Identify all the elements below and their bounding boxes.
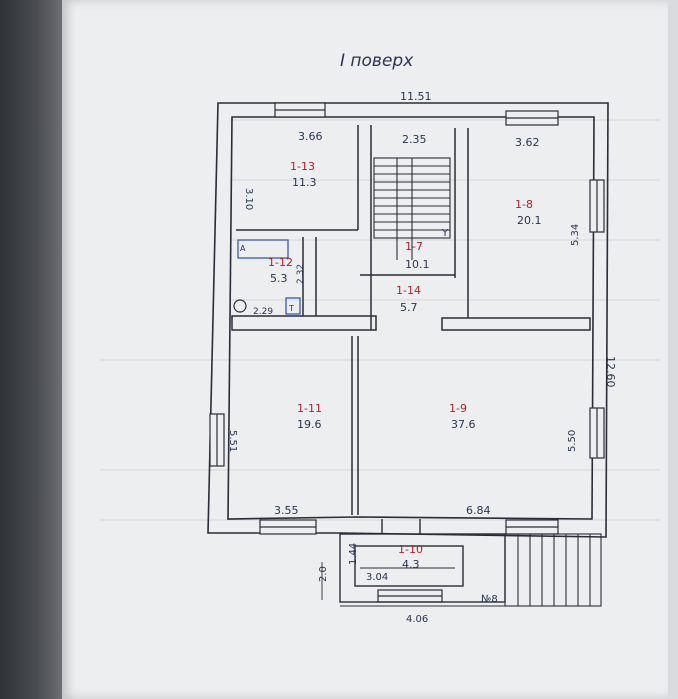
room-area: 20.1 [517, 214, 542, 227]
room-number: 1-8 [515, 198, 533, 211]
room-area: 4.3 [402, 558, 420, 571]
room-number: 1-11 [297, 402, 322, 415]
binding-gutter [0, 0, 62, 699]
dim-overall-width: 11.51 [400, 90, 432, 103]
room-area: 10.1 [405, 258, 430, 271]
page-edge [668, 0, 678, 699]
room-number: 1-7 [405, 240, 423, 253]
stair-arrow-label: Y [441, 228, 449, 239]
bathtub-icon [237, 239, 289, 259]
dim-label: 2.0 [318, 566, 329, 582]
exterior-steps [504, 533, 602, 607]
dim-label: 3.66 [298, 130, 323, 143]
dim-label: 5.51 [227, 430, 238, 452]
bathtub-label: A [240, 244, 246, 253]
room-number: 1-14 [396, 284, 421, 297]
interior-walls [231, 125, 591, 515]
dimension-labels: 11.51 12.60 3.66 2.35 3.62 3.10 5.34 2.3… [227, 90, 617, 625]
windows [209, 102, 605, 603]
dim-label: 3.55 [274, 504, 299, 517]
dim-label: 3.10 [243, 188, 254, 210]
dim-label: 2.32 [296, 264, 306, 284]
dim-label: 5.50 [567, 430, 578, 452]
room-area: 11.3 [292, 176, 317, 189]
dimension-lines [321, 562, 505, 607]
floor-title: I поверх [340, 51, 414, 71]
sink-icon [233, 299, 247, 313]
dim-label: 5.34 [570, 224, 581, 246]
room-number: 1-9 [449, 402, 467, 415]
room-area: 5.7 [400, 301, 418, 314]
dim-label: 6.84 [466, 504, 491, 517]
dim-label: 3.62 [515, 136, 540, 149]
room-number: 1-12 [268, 256, 293, 269]
background-lines [100, 119, 660, 521]
room-labels: 1-13 11.3 1-8 20.1 1-7 10.1 1-12 5.3 1-1… [268, 160, 542, 571]
dim-label: 3.04 [366, 572, 388, 583]
room-area: 5.3 [270, 272, 288, 285]
room-area: 37.6 [451, 418, 476, 431]
stairs [373, 157, 451, 260]
toilet-icon [285, 297, 301, 315]
room-number: 1-13 [290, 160, 315, 173]
toilet-label: T [288, 304, 294, 313]
room-number: 1-10 [398, 543, 423, 556]
fixtures [237, 239, 301, 315]
dim-overall-height: 12.60 [604, 356, 617, 388]
dim-label: 1.44 [348, 543, 359, 565]
dim-label: 4.06 [406, 614, 428, 625]
note-label: №8 [481, 594, 498, 605]
room-area: 19.6 [297, 418, 322, 431]
outer-walls [207, 102, 609, 538]
dim-label: 2.29 [253, 307, 273, 317]
dim-label: 2.35 [402, 133, 427, 146]
